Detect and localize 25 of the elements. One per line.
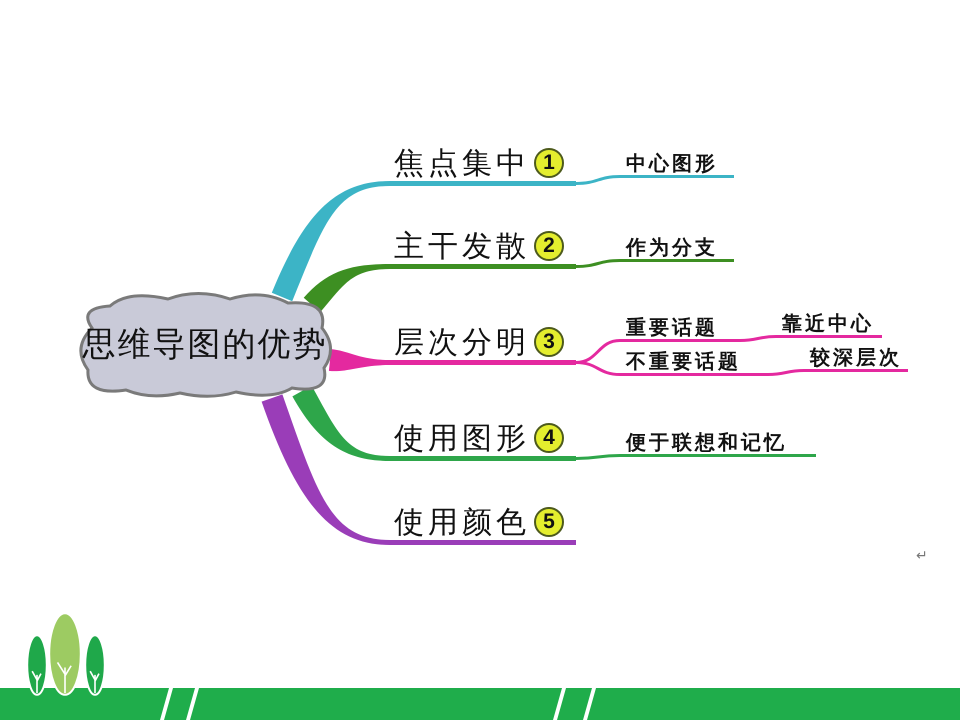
return-mark: ↵ [916, 548, 928, 564]
subtopic-label: 较深层次 [804, 342, 908, 372]
topic-label: 使用颜色 [394, 506, 530, 540]
number-badge: 4 [534, 423, 564, 453]
subtopic-label: 靠近中心 [776, 308, 882, 338]
branch-line [576, 259, 620, 268]
topic-label: 焦点集中 [394, 147, 530, 181]
branch-line [576, 454, 620, 460]
subtopic-label: 便于联想和记忆 [620, 427, 816, 457]
topic-label: 层次分明 [394, 326, 530, 360]
number-badge: 3 [534, 327, 564, 357]
branch-line [576, 361, 620, 376]
branch-line [768, 369, 804, 376]
central-topic: 思维导图的优势 [82, 324, 328, 364]
topic-label: 使用图形 [394, 422, 530, 456]
number-badge: 2 [534, 231, 564, 261]
branch-line [576, 175, 620, 185]
subtopic-label: 作为分支 [620, 232, 734, 262]
branch-line [740, 335, 776, 342]
number-badge: 5 [534, 507, 564, 537]
topic-label: 主干发散 [394, 230, 530, 264]
number-badge: 1 [534, 148, 564, 178]
subtopic-label: 不重要话题 [620, 346, 768, 376]
subtopic-label: 重要话题 [620, 312, 740, 342]
subtopic-label: 中心图形 [620, 148, 734, 178]
